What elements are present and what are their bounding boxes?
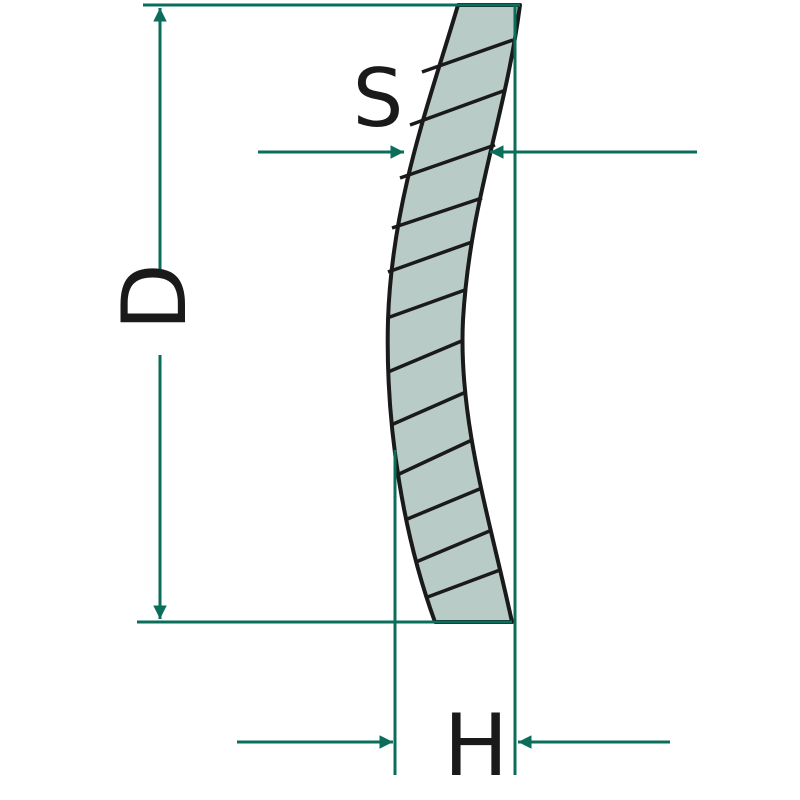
hatch-line [424, 568, 501, 600]
hatch-line [404, 486, 483, 522]
hatch-line [415, 528, 493, 564]
washer-profile [385, 3, 522, 624]
hatch-line [387, 338, 465, 374]
hatch-line [399, 143, 496, 180]
height-label: H [444, 696, 509, 796]
thickness-label: S [353, 52, 404, 145]
diameter-label: D [103, 263, 206, 331]
hatch-line [391, 196, 483, 230]
hatch-line [386, 288, 466, 320]
hatch-line [396, 438, 473, 477]
hatch-lines [386, 38, 514, 600]
hatch-line [409, 88, 507, 127]
hatch-line [421, 38, 514, 74]
hatch-line [390, 390, 467, 427]
hatch-line [387, 240, 473, 274]
